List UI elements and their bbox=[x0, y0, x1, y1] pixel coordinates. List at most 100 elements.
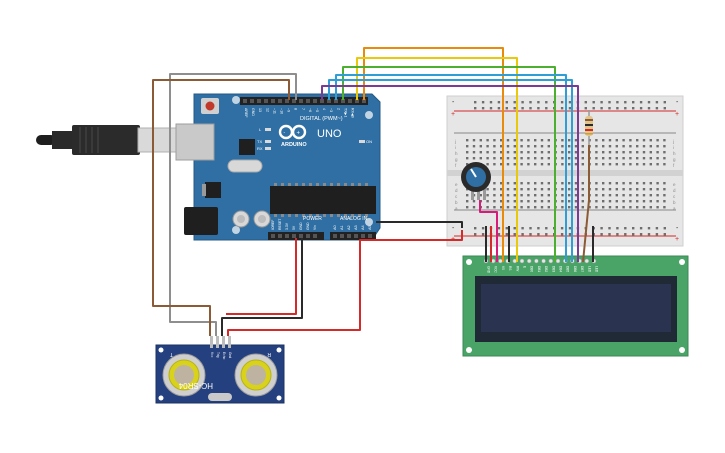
power-pin-label: IOREF bbox=[271, 220, 275, 230]
breadboard-hole bbox=[663, 163, 666, 166]
rail-hole bbox=[608, 101, 611, 104]
rail-hole bbox=[513, 101, 516, 104]
breadboard-hole bbox=[629, 157, 632, 160]
breadboard-hole bbox=[642, 163, 646, 166]
breadboard-hole bbox=[622, 200, 625, 203]
wire-5v-sensor bbox=[227, 230, 463, 336]
lcd-pin-label: DB4 bbox=[559, 266, 563, 272]
breadboard-hole bbox=[547, 200, 550, 203]
rail-hole bbox=[545, 233, 548, 236]
breadboard-hole bbox=[506, 188, 510, 191]
breadboard-hole bbox=[540, 200, 544, 203]
breadboard-hole bbox=[663, 157, 666, 160]
rail-hole bbox=[639, 107, 643, 110]
breadboard-hole bbox=[574, 157, 578, 160]
led-label-tx: TX bbox=[257, 139, 262, 144]
potentiometer bbox=[461, 162, 491, 200]
wire-gnd-sensor bbox=[221, 238, 303, 336]
breadboard-hole bbox=[520, 139, 523, 142]
wire-gnd-bb bbox=[376, 221, 463, 228]
rail-hole bbox=[624, 101, 627, 104]
breadboard-hole bbox=[479, 145, 482, 148]
rail-hole bbox=[647, 233, 651, 236]
breadboard-hole bbox=[581, 182, 584, 185]
power-pin-label: RESET bbox=[278, 219, 282, 230]
sensor-pin-trig bbox=[216, 336, 219, 348]
breadboard-hole bbox=[615, 182, 618, 185]
breadboard-hole bbox=[527, 206, 530, 209]
row-label: g bbox=[673, 157, 676, 162]
breadboard-hole bbox=[574, 145, 578, 148]
breadboard-hole bbox=[574, 206, 578, 209]
analog-pin-label: A5 bbox=[368, 225, 372, 230]
breadboard-hole bbox=[581, 194, 584, 197]
breadboard-hole bbox=[479, 151, 482, 154]
breadboard-hole bbox=[602, 188, 605, 191]
sensor-r-label: R bbox=[267, 351, 271, 357]
rail-hole bbox=[655, 107, 659, 110]
rail-hole bbox=[529, 101, 532, 104]
breadboard-hole bbox=[506, 163, 510, 166]
breadboard-hole bbox=[649, 145, 652, 148]
breadboard-hole bbox=[493, 139, 496, 142]
breadboard-hole bbox=[520, 206, 523, 209]
rail-hole bbox=[632, 233, 635, 236]
breadboard-hole bbox=[527, 163, 530, 166]
breadboard-hole bbox=[520, 188, 523, 191]
rail-minus: - bbox=[676, 99, 679, 106]
breadboard-hole bbox=[568, 206, 571, 209]
breadboard-hole bbox=[642, 206, 646, 209]
rail-hole bbox=[608, 233, 611, 236]
breadboard-hole bbox=[636, 145, 639, 148]
breadboard-hole bbox=[486, 194, 489, 197]
rail-hole bbox=[560, 101, 564, 104]
breadboard-hole bbox=[540, 145, 544, 148]
breadboard-hole bbox=[493, 200, 496, 203]
rail-hole bbox=[537, 101, 540, 104]
breadboard-hole bbox=[479, 157, 482, 160]
breadboard-hole bbox=[642, 182, 646, 185]
breadboard-hole bbox=[622, 206, 625, 209]
sensor-pin-gnd bbox=[228, 336, 231, 348]
breadboard-hole bbox=[574, 200, 578, 203]
breadboard-hole bbox=[466, 188, 469, 191]
rail-hole bbox=[545, 101, 548, 104]
breadboard-hole bbox=[602, 139, 605, 142]
breadboard-hole bbox=[656, 157, 659, 160]
digital-pin-label: 12 bbox=[265, 108, 269, 112]
digital-pin-label: RX◀0 bbox=[351, 108, 355, 118]
breadboard-hole bbox=[472, 157, 476, 160]
wire-pink bbox=[479, 200, 498, 262]
breadboard-hole bbox=[547, 145, 550, 148]
breadboard-hole bbox=[540, 157, 544, 160]
rail-hole bbox=[537, 233, 540, 236]
breadboard-hole bbox=[547, 157, 550, 160]
breadboard-hole bbox=[506, 145, 510, 148]
breadboard-hole bbox=[547, 206, 550, 209]
breadboard-hole bbox=[540, 182, 544, 185]
breadboard-hole bbox=[588, 206, 591, 209]
rail-minus: - bbox=[452, 225, 455, 232]
breadboard-hole bbox=[513, 194, 516, 197]
lcd-pin-label: V0 bbox=[501, 266, 505, 270]
rail-hole bbox=[639, 233, 643, 236]
rail-hole bbox=[474, 233, 477, 236]
digital-pin-label: ~9 bbox=[287, 108, 291, 112]
breadboard-hole bbox=[472, 145, 476, 148]
rail-hole bbox=[647, 107, 651, 110]
rail-hole bbox=[663, 101, 666, 104]
breadboard-hole bbox=[534, 157, 537, 160]
breadboard-hole bbox=[595, 163, 598, 166]
breadboard-hole bbox=[622, 157, 625, 160]
breadboard-hole bbox=[656, 145, 659, 148]
breadboard-hole bbox=[574, 163, 578, 166]
power-pin-label: 3.3V bbox=[285, 222, 289, 230]
analog-pin-label: A3 bbox=[354, 225, 358, 230]
breadboard-hole bbox=[629, 163, 632, 166]
breadboard-hole bbox=[540, 206, 544, 209]
breadboard-hole bbox=[479, 139, 482, 142]
wire-echo bbox=[152, 79, 290, 336]
